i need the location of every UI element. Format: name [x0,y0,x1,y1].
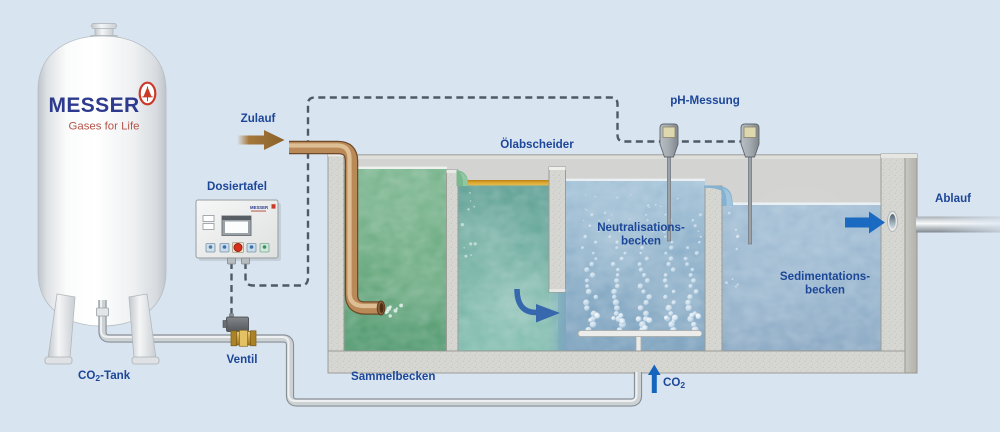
svg-text:Gases for Life: Gases for Life [69,121,140,133]
svg-text:pH-Messung: pH-Messung [670,94,740,107]
svg-text:Sammelbecken: Sammelbecken [351,370,435,383]
svg-text:Neutralisations-: Neutralisations- [597,221,685,234]
svg-text:Ventil: Ventil [227,353,258,366]
svg-text:Dosiertafel: Dosiertafel [207,180,267,193]
svg-text:Ölabscheider: Ölabscheider [500,138,574,151]
svg-text:CO2-Tank: CO2-Tank [78,369,131,383]
svg-text:MESSER: MESSER [250,205,269,210]
svg-text:Ablauf: Ablauf [935,192,971,205]
svg-text:becken: becken [621,235,661,248]
svg-text:MESSER: MESSER [48,94,139,117]
svg-text:becken: becken [805,284,845,297]
svg-text:Sedimentations-: Sedimentations- [780,270,870,283]
svg-text:CO2: CO2 [663,376,685,390]
svg-text:Zulauf: Zulauf [241,112,276,125]
